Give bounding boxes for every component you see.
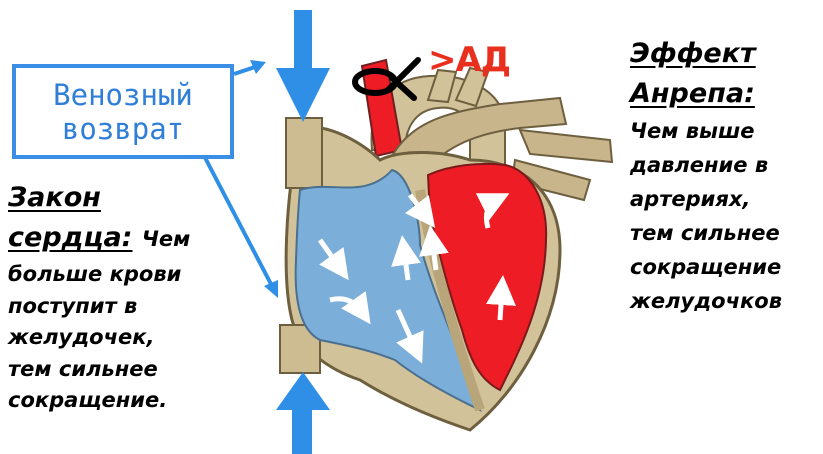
venous-return-line1: Венозный (53, 78, 193, 112)
pulmonary-vein (520, 130, 612, 162)
law-text-first: Чем (142, 227, 190, 251)
anrep-title-line1: Эффект (630, 34, 822, 74)
anrep-title-line2: Анрепа: (630, 74, 822, 114)
anrep-text-line: сокращение (630, 250, 822, 284)
law-text-line: сокращение. (8, 385, 238, 417)
law-text-line: тем сильнее (8, 354, 238, 386)
law-of-heart-block: Закон сердца: Чем больше крови поступит … (8, 178, 238, 417)
superior-vena-cava (286, 118, 322, 188)
anrep-text-line: Чем выше (630, 114, 822, 148)
venous-return-line2: возврат (62, 112, 184, 146)
anrep-text-line: желудочков (630, 284, 822, 318)
anrep-text-line: давление в (630, 148, 822, 182)
law-title-line2: сердца: (8, 222, 132, 253)
venous-return-box: Венозный возврат (12, 64, 234, 159)
law-text-line: больше крови (8, 259, 238, 291)
pressure-label: >АД (428, 40, 510, 80)
pointer-arrow (234, 60, 266, 74)
anrep-text-line: артериях, (630, 182, 822, 216)
law-text-line: поступит в (8, 291, 238, 323)
flow-arrow (500, 290, 502, 320)
law-title-line1: Закон (8, 178, 238, 218)
arrow-down-icon (276, 10, 330, 122)
law-text-line: желудочек, (8, 322, 238, 354)
arrow-up-icon (276, 372, 330, 454)
anrep-effect-block: Эффект Анрепа: Чем выше давление в артер… (630, 34, 822, 318)
anrep-text-line: тем сильнее (630, 216, 822, 250)
